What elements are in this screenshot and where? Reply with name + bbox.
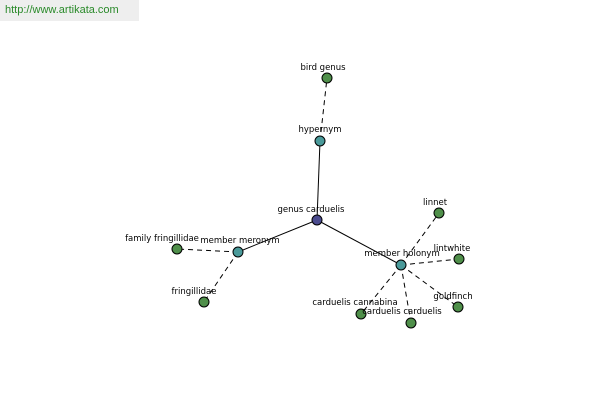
node-member-meronym[interactable] [232,246,244,258]
watermark-url[interactable]: http://www.artikata.com [0,0,139,21]
node-member-holonym[interactable] [395,259,407,271]
node-goldfinch[interactable] [452,301,464,313]
label-member-holonym[interactable]: member holonym [364,249,439,259]
edge-member-holonym-to-carduelis-carduelis [400,264,412,324]
label-hypernym[interactable]: hypernym [298,125,341,135]
edge-root-to-member-meronym [237,219,318,253]
edge-member-holonym-to-linnet [400,212,440,266]
edge-member-meronym-to-fringillidae [203,251,239,303]
label-member-meronym[interactable]: member meronym [200,236,279,246]
label-root[interactable]: genus carduelis [278,205,345,215]
edge-root-to-hypernym [316,140,321,221]
labels-layer: genus carduelis hypernym member meronym mem… [125,63,473,317]
label-family-fringillidae[interactable]: family fringillidae [125,234,199,244]
nodes-layer [171,72,465,329]
label-fringillidae[interactable]: fringillidae [172,287,217,297]
edge-hypernym-to-bird-genus [319,77,328,142]
label-goldfinch[interactable]: goldfinch [433,292,472,302]
edge-member-holonym-to-carduelis-cannabina [360,264,402,315]
node-lintwhite[interactable] [453,253,465,265]
label-lintwhite[interactable]: lintwhite [434,244,471,254]
node-linnet[interactable] [433,207,445,219]
node-fringillidae[interactable] [198,296,210,308]
edge-member-meronym-to-family-fringillidae [176,248,239,253]
node-root[interactable] [311,214,323,226]
node-hypernym[interactable] [314,135,326,147]
edges-layer [176,77,460,324]
edge-root-to-member-holonym [316,219,402,266]
node-carduelis-cannabina[interactable] [355,308,367,320]
label-carduelis-carduelis[interactable]: carduelis carduelis [362,307,442,317]
node-bird-genus[interactable] [321,72,333,84]
edge-member-holonym-to-goldfinch [400,264,459,308]
label-linnet[interactable]: linnet [423,198,448,208]
node-family-fringillidae[interactable] [171,243,183,255]
edge-member-holonym-to-lintwhite [400,258,460,266]
label-bird-genus[interactable]: bird genus [300,63,346,73]
node-carduelis-carduelis[interactable] [405,317,417,329]
label-carduelis-cannabina[interactable]: carduelis cannabina [312,298,397,308]
